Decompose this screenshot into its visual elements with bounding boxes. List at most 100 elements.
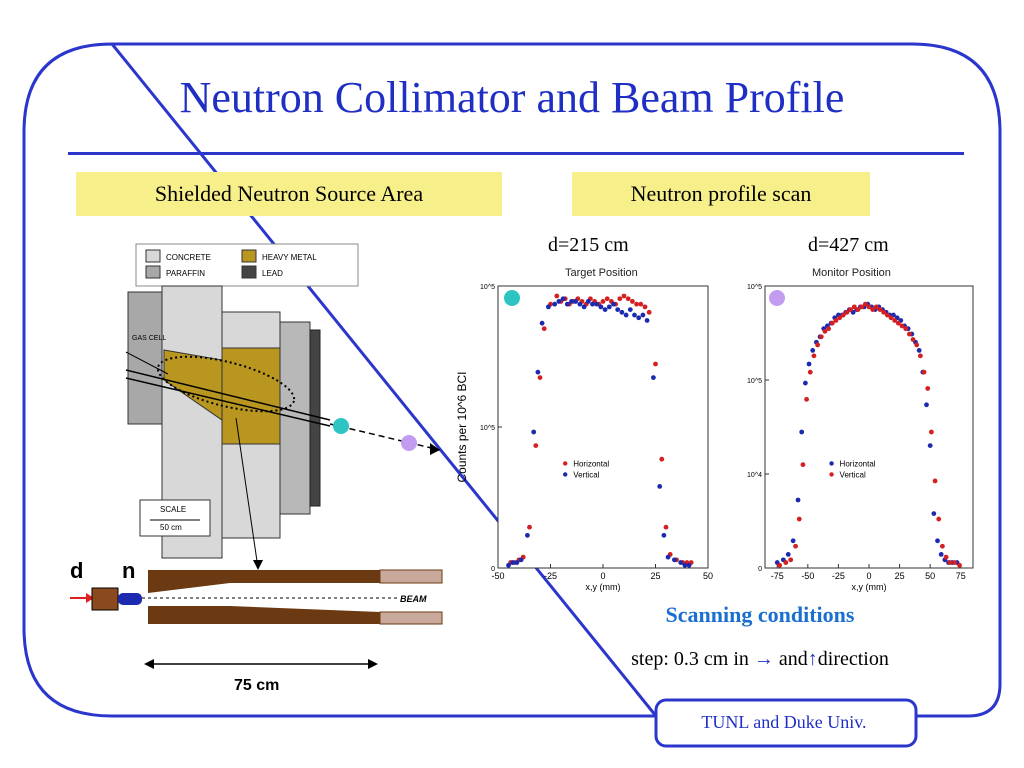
data-point-vertical — [837, 315, 843, 321]
data-point-vertical — [581, 304, 587, 310]
data-point-vertical — [788, 557, 794, 563]
plot1-distance-label: d=215 cm — [548, 234, 629, 256]
data-point-vertical — [914, 342, 920, 348]
legend-marker-horizontal — [563, 461, 568, 466]
data-point-vertical — [606, 304, 612, 310]
scan-step-prefix: step: 0.3 cm in — [631, 648, 749, 670]
data-point-vertical — [552, 301, 558, 307]
y-tick-label: 10^5 — [747, 378, 762, 385]
data-point-horizontal — [935, 538, 940, 544]
legend-label-vertical: Vertical — [840, 470, 866, 479]
data-point-vertical — [840, 312, 846, 318]
data-point-horizontal — [653, 361, 658, 367]
data-point-vertical — [556, 299, 562, 304]
data-point-horizontal — [634, 301, 639, 307]
data-point-vertical — [892, 318, 898, 323]
data-point-horizontal — [790, 538, 796, 544]
data-point-horizontal — [802, 380, 808, 386]
data-point-vertical — [665, 554, 671, 560]
data-point-vertical — [848, 307, 854, 312]
data-point-vertical — [518, 557, 524, 563]
legend-label-horizontal: Horizontal — [840, 459, 876, 468]
material-legend: CONCRETE HEAVY METAL PARAFFIN LEAD — [135, 243, 359, 287]
data-point-vertical — [590, 301, 595, 307]
gas-cell-block — [91, 587, 119, 611]
data-point-vertical — [903, 326, 909, 332]
title-divider — [68, 152, 964, 155]
scan-step-and: and — [778, 648, 808, 670]
x-axis-label: x,y (mm) — [586, 582, 621, 592]
y-tick-label: 0 — [491, 566, 495, 573]
scale-label: SCALE — [160, 505, 186, 514]
scan-step-suffix: direction — [817, 648, 889, 670]
data-point-horizontal — [617, 296, 623, 302]
data-point-horizontal — [663, 524, 669, 530]
legend-swatch-heavy-metal — [241, 249, 257, 263]
data-point-vertical — [686, 562, 692, 568]
data-point-horizontal — [554, 293, 560, 299]
y-tick-label: 10^5 — [480, 284, 495, 291]
x-tick-label: 25 — [895, 571, 905, 581]
collimator-upper-jaw — [148, 570, 380, 593]
data-point-vertical — [546, 304, 551, 310]
data-point-vertical — [573, 299, 579, 304]
legend-label-horizontal: Horizontal — [573, 459, 609, 468]
up-arrow-icon: ↑ — [807, 648, 818, 670]
data-point-vertical — [804, 396, 809, 402]
data-point-vertical — [535, 369, 541, 375]
data-point-horizontal — [621, 293, 627, 299]
data-point-vertical — [531, 429, 537, 435]
footer-affiliation: TUNL and Duke Univ. — [701, 712, 867, 732]
plot1-title: Target Position — [565, 267, 638, 279]
monitor-position-marker — [769, 290, 785, 306]
data-point-vertical — [611, 301, 616, 307]
data-point-vertical — [525, 532, 530, 538]
data-point-vertical — [822, 328, 828, 334]
x-tick-label: -25 — [544, 571, 557, 581]
data-point-vertical — [899, 323, 905, 329]
data-point-vertical — [936, 516, 942, 522]
data-point-vertical — [623, 312, 629, 318]
y-tick-label: 0 — [758, 566, 762, 573]
data-point-vertical — [506, 562, 511, 568]
data-point-vertical — [615, 307, 621, 312]
data-point-vertical — [514, 560, 520, 565]
data-point-vertical — [796, 516, 802, 522]
shield-blocks — [127, 285, 321, 559]
data-point-horizontal — [646, 309, 652, 315]
x-tick-label: 0 — [866, 571, 871, 581]
data-point-vertical — [866, 304, 872, 310]
beam-label: BEAM — [400, 594, 427, 604]
data-point-vertical — [807, 369, 813, 375]
data-point-vertical — [873, 304, 879, 310]
data-point-vertical — [884, 312, 890, 318]
data-point-vertical — [910, 337, 916, 342]
beam-path — [329, 423, 441, 451]
data-point-vertical — [585, 299, 591, 304]
data-point-vertical — [862, 301, 868, 307]
data-point-vertical — [940, 543, 945, 549]
legend-marker-horizontal — [829, 461, 834, 466]
data-point-vertical — [644, 318, 650, 323]
right-heading: Neutron profile scan — [572, 172, 870, 216]
data-point-vertical — [833, 318, 839, 323]
target-position-marker — [504, 290, 520, 306]
data-point-vertical — [672, 557, 677, 563]
data-point-vertical — [917, 353, 923, 359]
data-point-vertical — [855, 307, 861, 312]
data-point-vertical — [932, 478, 938, 484]
x-tick-label: -75 — [771, 571, 784, 581]
x-tick-label: 75 — [956, 571, 966, 581]
data-point-vertical — [815, 342, 821, 348]
x-tick-label: -50 — [491, 571, 504, 581]
y-tick-label: 10^5 — [480, 425, 495, 432]
data-point-vertical — [952, 560, 958, 565]
x-tick-label: 50 — [925, 571, 935, 581]
data-point-horizontal — [806, 361, 812, 367]
data-point-horizontal — [795, 497, 801, 503]
data-point-vertical — [925, 386, 931, 391]
data-point-horizontal — [533, 443, 539, 448]
